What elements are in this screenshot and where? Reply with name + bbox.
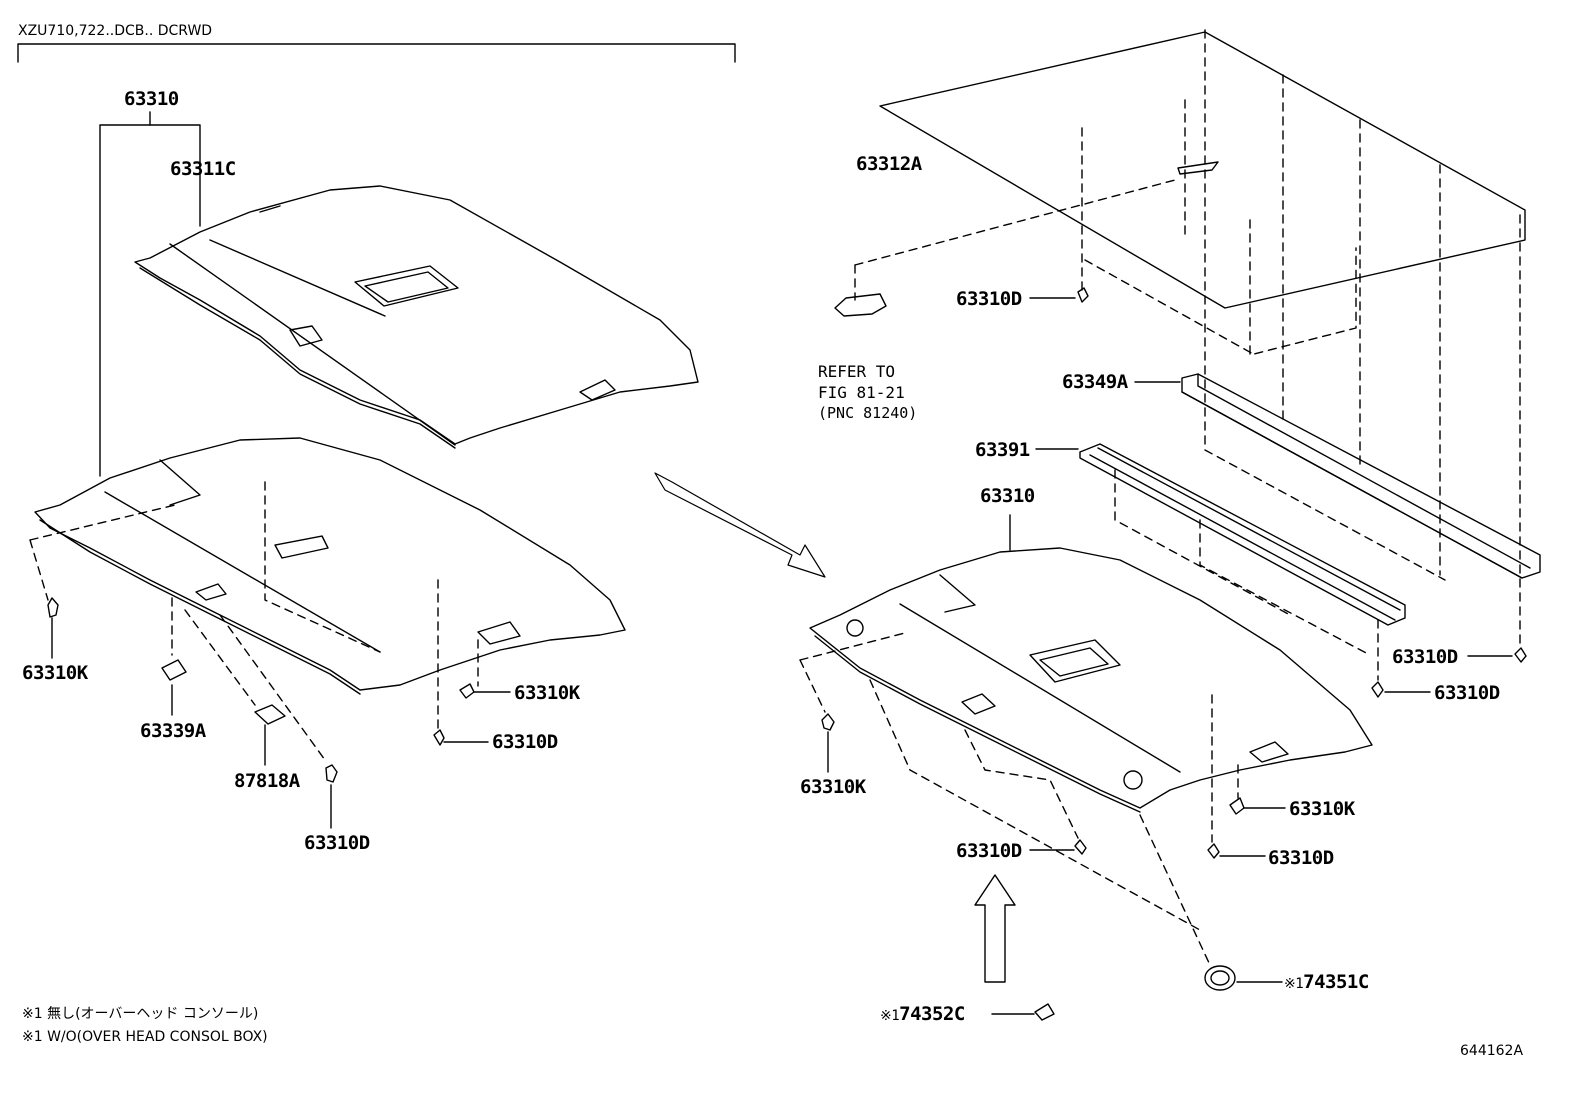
rail-63391 — [1035, 443, 1406, 656]
clip-74352c — [991, 1003, 1055, 1021]
bracket-63339a — [161, 597, 187, 716]
part-label-63310d-left-b: 63310D — [492, 731, 558, 753]
part-label-74351c: ※174351C — [1284, 973, 1369, 992]
refer-lamp — [834, 293, 887, 317]
part-label-63312a: 63312A — [856, 153, 922, 175]
part-label-63339a: 63339A — [140, 720, 206, 742]
part-label-63310k-right-b: 63310K — [1289, 798, 1355, 820]
part-number: 74352C — [899, 1003, 965, 1025]
rail-63349a — [1134, 373, 1541, 579]
headliner-upper-left — [134, 185, 699, 449]
header-bracket — [17, 43, 736, 63]
part-label-63310d-right-e: 63310D — [1268, 847, 1334, 869]
part-label-63310d-right-c: 63310D — [1434, 682, 1500, 704]
direction-arrow — [654, 472, 826, 578]
part-label-63391: 63391 — [975, 439, 1030, 461]
holder-87818a — [184, 609, 286, 766]
note-japanese: ※1 無し(オーバーヘッド コンソール) — [22, 1006, 259, 1022]
clip-63310d-right-c — [1371, 619, 1431, 698]
clip-63310d-right-a — [1029, 287, 1089, 303]
refer-to-text: REFER TO FIG 81-21 (PNC 81240) — [818, 362, 917, 423]
clip-63310k-right-a — [799, 632, 906, 773]
cover-74351c — [869, 679, 1283, 991]
part-number: 74351C — [1303, 971, 1369, 993]
clip-63310d-left-b — [433, 579, 489, 746]
clip-63310d-left-a — [219, 614, 338, 829]
part-label-63310d-right-b: 63310D — [956, 840, 1022, 862]
part-label-63310k-left-a: 63310K — [22, 662, 88, 684]
roof-panel-63312a — [854, 29, 1526, 646]
part-label-63311c: 63311C — [170, 158, 236, 180]
headliner-lower-left — [34, 437, 626, 695]
part-label-63310d-right-a: 63310D — [956, 288, 1022, 310]
clip-63310k-right-b — [1229, 764, 1286, 815]
part-label-74352c: ※174352C — [880, 1005, 965, 1024]
part-label-63310d-left-a: 63310D — [304, 832, 370, 854]
part-label-63310k-left-b: 63310K — [514, 682, 580, 704]
part-label-87818a: 87818A — [234, 770, 300, 792]
clip-63310k-left-b — [459, 639, 511, 699]
part-label-63310d-right-d: 63310D — [1392, 646, 1458, 668]
note-mark: ※1 — [880, 1008, 900, 1024]
clip-63310d-right-e — [1207, 694, 1266, 859]
model-code: XZU710,722..DCB.. DCRWD — [18, 23, 213, 39]
up-arrow — [974, 874, 1016, 983]
refer-line-2: FIG 81-21 — [818, 382, 905, 402]
headliner-right — [809, 547, 1373, 813]
part-label-63310-right: 63310 — [980, 485, 1035, 507]
refer-line-1: REFER TO — [818, 362, 896, 381]
clip-63310d-right-b — [964, 729, 1087, 855]
part-label-63310-left: 63310 — [124, 88, 179, 110]
part-label-63349a: 63349A — [1062, 371, 1128, 393]
clip-63310k-left — [29, 504, 176, 659]
figure-id: 644162A — [1460, 1043, 1524, 1059]
clip-63310d-right-d — [1467, 647, 1527, 663]
part-label-63310k-right-a: 63310K — [800, 776, 866, 798]
note-english: ※1 W/O(OVER HEAD CONSOL BOX) — [22, 1029, 268, 1045]
refer-line-3: (PNC 81240) — [818, 403, 918, 422]
note-mark: ※1 — [1284, 976, 1304, 992]
